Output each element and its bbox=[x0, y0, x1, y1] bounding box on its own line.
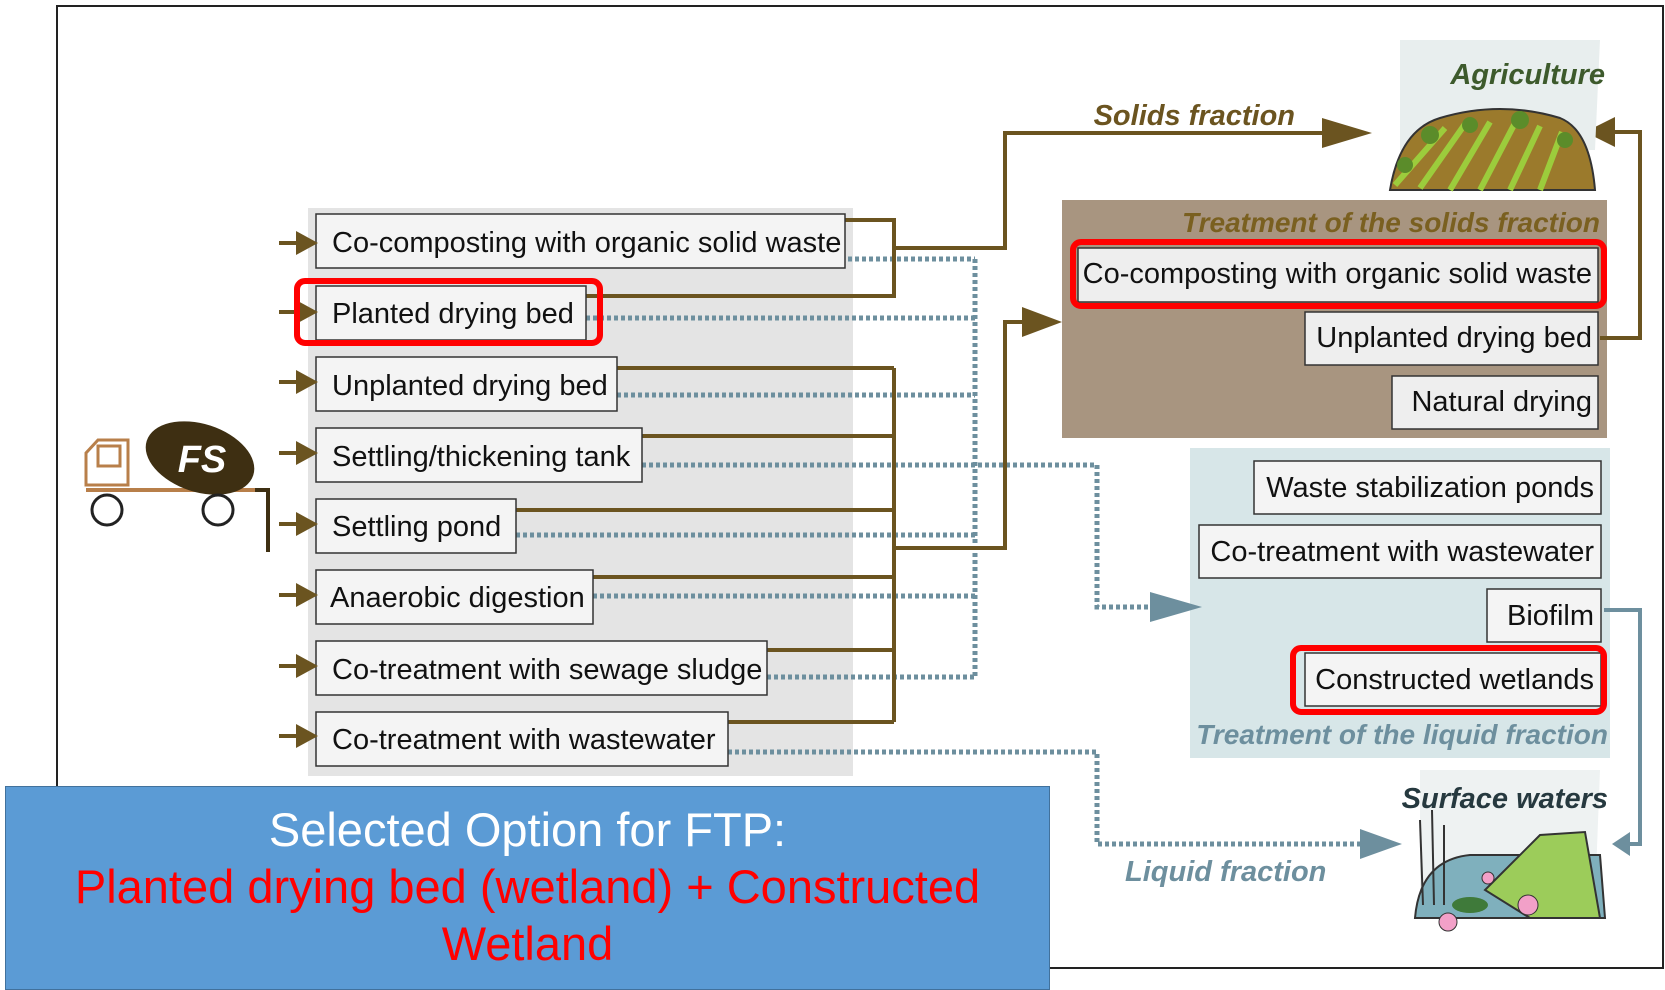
solids-panel-title: Treatment of the solids fraction bbox=[1182, 207, 1600, 238]
liquid-option-waste-stabilization-ponds: Waste stabilization ponds bbox=[1253, 460, 1602, 515]
callout-selection: Planted drying bed (wetland) + Construct… bbox=[74, 860, 981, 970]
input-option-label: Settling/thickening tank bbox=[332, 441, 631, 473]
highlight-planted-drying-bed bbox=[294, 278, 603, 346]
solids-fraction-label: Solids fraction bbox=[1094, 100, 1295, 132]
input-option-co-treatment-wastewater: Co-treatment with wastewater bbox=[315, 711, 729, 767]
input-option-label: Co-treatment with sewage sludge bbox=[332, 654, 762, 686]
fs-label: FS bbox=[178, 439, 227, 481]
liquid-flow-lines bbox=[516, 256, 1360, 847]
agriculture-icon: Agriculture bbox=[1388, 40, 1605, 192]
agriculture-label: Agriculture bbox=[1449, 59, 1605, 91]
solids-option-unplanted-drying-bed: Unplanted drying bed bbox=[1304, 311, 1599, 366]
solids-option-co-composting: Co-composting with organic solid waste bbox=[1077, 247, 1599, 303]
callout-heading: Selected Option for FTP: bbox=[268, 803, 787, 856]
input-option-co-treatment-sewage-sludge: Co-treatment with sewage sludge bbox=[315, 640, 768, 696]
liquid-flow-arrowheads bbox=[1150, 592, 1630, 859]
liquid-panel-title: Treatment of the liquid fraction bbox=[1196, 719, 1608, 750]
solids-option-label: Natural drying bbox=[1411, 386, 1592, 418]
input-options: Co-composting with organic solid waste P… bbox=[315, 213, 846, 767]
liquid-option-label: Biofilm bbox=[1507, 600, 1594, 632]
solids-option-label: Unplanted drying bed bbox=[1316, 322, 1592, 354]
arrow-to-solids-panel bbox=[1022, 307, 1062, 337]
input-option-unplanted-drying-bed: Unplanted drying bed bbox=[315, 356, 618, 412]
input-option-label: Anaerobic digestion bbox=[330, 582, 585, 614]
liquid-fraction-label: Liquid fraction bbox=[1125, 856, 1326, 888]
solids-panel: Treatment of the solids fraction Co-comp… bbox=[1062, 200, 1607, 438]
input-option-label: Planted drying bed bbox=[332, 298, 574, 330]
selection-highlights bbox=[294, 239, 1607, 715]
liquid-panel: Waste stabilization ponds Co-treatment w… bbox=[1190, 448, 1610, 758]
surface-waters-icon: Surface waters bbox=[1402, 770, 1608, 932]
highlight-co-composting bbox=[1070, 239, 1607, 309]
input-arrows bbox=[279, 231, 318, 748]
highlight-constructed-wetlands bbox=[1290, 645, 1607, 715]
arrow-biofilm-to-surface bbox=[1612, 832, 1630, 856]
input-option-planted-drying-bed: Planted drying bed bbox=[315, 285, 587, 341]
solids-option-natural-drying: Natural drying bbox=[1391, 375, 1599, 430]
selected-option-callout: Selected Option for FTP: Planted drying … bbox=[5, 786, 1050, 990]
liquid-option-label: Waste stabilization ponds bbox=[1266, 472, 1594, 504]
input-option-label: Unplanted drying bed bbox=[332, 370, 608, 402]
input-option-settling-pond: Settling pond bbox=[315, 498, 517, 554]
input-option-label: Settling pond bbox=[332, 511, 501, 543]
arrow-to-liquid-panel bbox=[1150, 592, 1202, 622]
liquid-option-label: Constructed wetlands bbox=[1315, 664, 1594, 696]
biofilm-to-surface-line bbox=[1604, 608, 1642, 846]
input-option-co-composting: Co-composting with organic solid waste bbox=[315, 213, 846, 269]
arrow-solids-to-agriculture bbox=[1585, 117, 1615, 147]
liquid-option-constructed-wetlands: Constructed wetlands bbox=[1304, 652, 1602, 707]
arrow-to-agriculture bbox=[1322, 118, 1372, 148]
solids-option-label: Co-composting with organic solid waste bbox=[1083, 258, 1592, 290]
input-option-anaerobic-digestion: Anaerobic digestion bbox=[315, 569, 594, 625]
fs-truck-icon: FS bbox=[84, 421, 270, 552]
input-option-label: Co-composting with organic solid waste bbox=[332, 227, 841, 259]
liquid-option-label: Co-treatment with wastewater bbox=[1210, 536, 1594, 568]
liquid-option-biofilm: Biofilm bbox=[1486, 588, 1602, 643]
liquid-option-co-treatment-wastewater: Co-treatment with wastewater bbox=[1198, 524, 1602, 579]
solid-flow-lines bbox=[516, 130, 1642, 724]
input-option-settling-thickening-tank: Settling/thickening tank bbox=[315, 427, 643, 483]
input-option-label: Co-treatment with wastewater bbox=[332, 724, 716, 756]
surface-waters-label: Surface waters bbox=[1402, 783, 1608, 815]
arrow-to-surface-waters bbox=[1360, 829, 1402, 859]
solid-flow-arrowheads bbox=[1022, 117, 1615, 337]
